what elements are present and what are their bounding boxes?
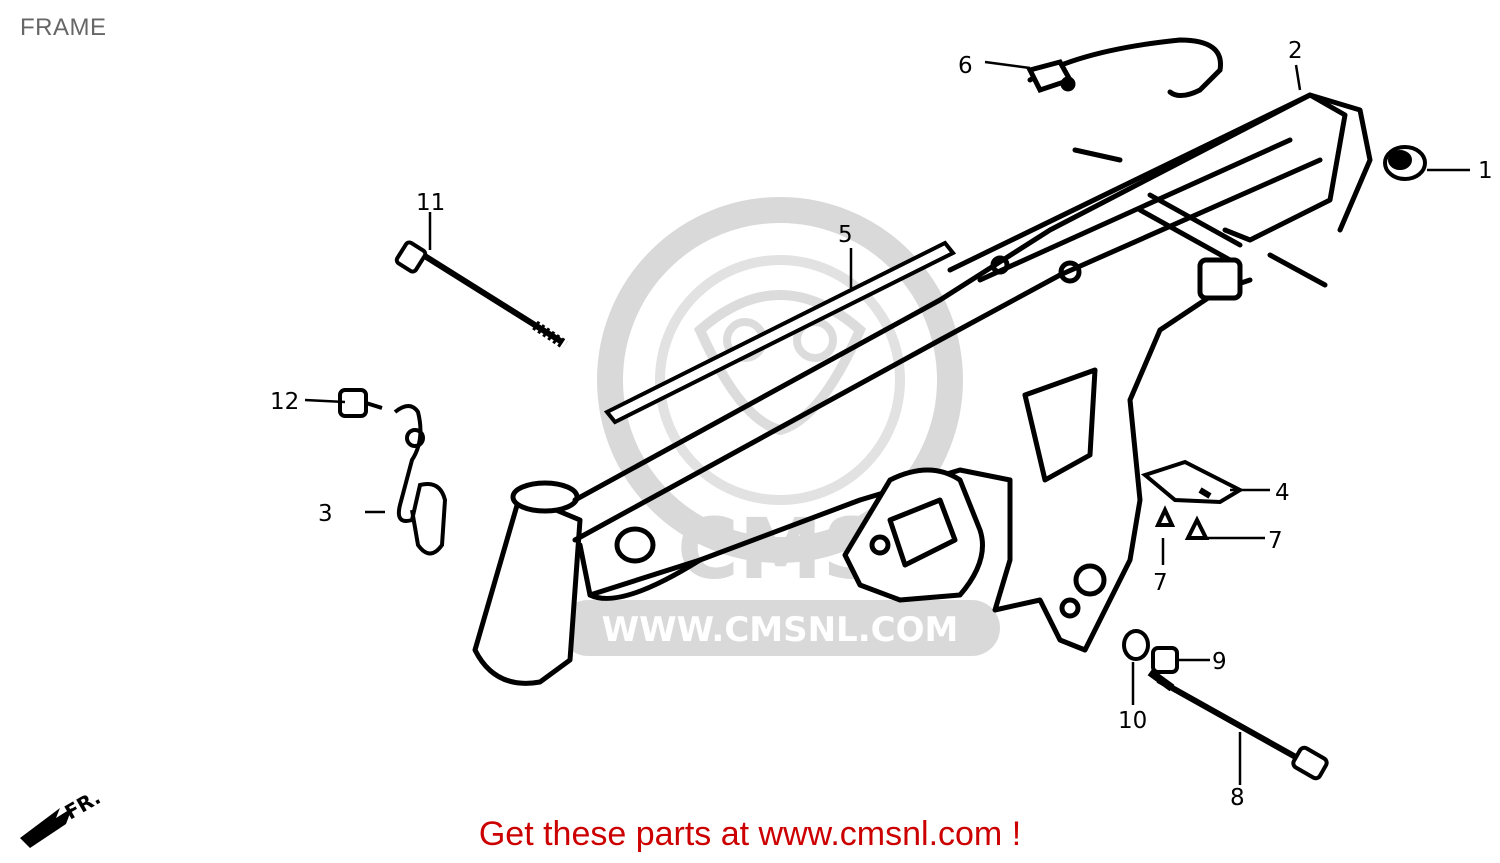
part-9-10-nut-washer [1122, 629, 1179, 674]
frame-body [472, 92, 1373, 686]
arrow-left-icon [20, 808, 72, 848]
watermark: CMS WWW.CMSNL.COM [560, 197, 1000, 656]
callout-7b: 7 [1153, 570, 1168, 596]
callout-7a: 7 [1268, 528, 1283, 554]
callout-4: 4 [1275, 480, 1290, 506]
watermark-url: WWW.CMSNL.COM [602, 610, 959, 650]
part-6-handle [1026, 37, 1223, 98]
callouts: 1 2 3 4 5 6 7 7 8 9 10 11 12 [270, 38, 1493, 811]
part-1-bushing [1383, 145, 1427, 181]
callout-12: 12 [270, 389, 299, 415]
page-title: FRAME [20, 14, 107, 41]
part-3-spring [393, 404, 448, 556]
part-11-bolt [394, 240, 568, 350]
callout-8: 8 [1230, 785, 1245, 811]
part-8-bolt [1147, 668, 1329, 781]
callout-9: 9 [1212, 649, 1227, 675]
callout-1: 1 [1478, 158, 1493, 184]
part-7-clips [1154, 505, 1210, 540]
part-5-strip [603, 240, 957, 425]
footer-cta[interactable]: Get these parts at www.cmsnl.com ! [0, 815, 1500, 854]
callout-6: 6 [958, 53, 973, 79]
callout-11: 11 [416, 190, 445, 216]
footer-link[interactable]: Get these parts at www.cmsnl.com ! [478, 815, 1022, 853]
callout-2: 2 [1288, 38, 1303, 64]
part-12-bolt [338, 388, 383, 418]
callout-3: 3 [318, 501, 333, 527]
callout-5: 5 [838, 222, 853, 248]
part-4-plate [1140, 459, 1245, 505]
callout-10: 10 [1118, 708, 1147, 734]
leader-lines [304, 60, 1470, 785]
